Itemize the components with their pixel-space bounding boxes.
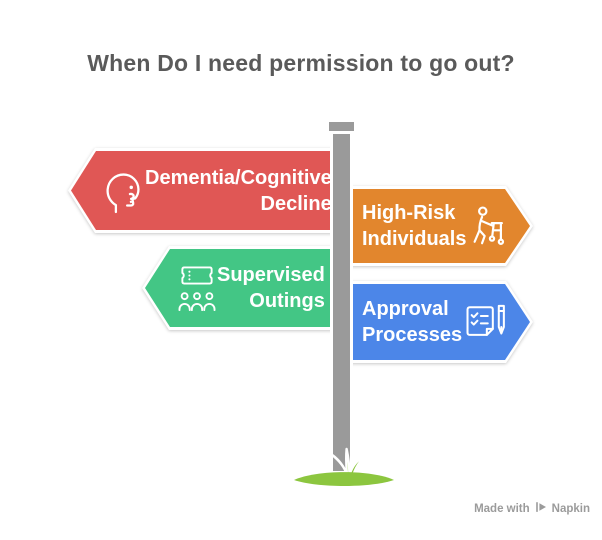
sign-approval-processes: Approval Processes [336,281,533,363]
grass-mound [294,472,394,486]
sign-label-line2: Outings [249,290,325,312]
supervised-outings-icons [177,264,217,312]
sign-label: Dementia/Cognitive Decline [145,165,332,217]
sign-supervised-outings: Supervised Outings [142,246,348,330]
sign-high-risk-individuals: High-Risk Individuals [336,186,533,266]
sign-label-line2: Processes [362,324,463,346]
watermark-brand: Napkin [551,502,590,515]
sign-label-line2: Individuals [362,228,467,250]
sign-label: Approval Processes [362,296,462,348]
people-icon [177,291,217,312]
sign-face: Dementia/Cognitive Decline [71,151,345,230]
sign-dementia-cognitive-decline: Dementia/Cognitive Decline [68,148,348,233]
sign-label: Supervised Outings [217,262,325,314]
sign-label-line1: Supervised [217,264,325,286]
checklist-pen-icon [462,302,508,342]
grass-tuft [329,447,368,484]
signpost-cap [326,119,357,134]
watermark: Made with Napkin [474,501,590,516]
signpost-pole [330,131,353,471]
ticket-icon [180,264,214,287]
grass-icon [287,437,401,494]
sign-label: High-Risk Individuals [362,200,466,252]
sign-label-line1: High-Risk [362,202,456,224]
sign-face: Approval Processes [339,284,530,360]
napkin-logo-icon [535,501,547,516]
page-title: When Do I need permission to go out? [87,50,515,76]
sign-face: Supervised Outings [145,249,345,327]
sign-label-line1: Approval [362,298,449,320]
watermark-made-with: Made with [474,502,530,515]
head-question-icon [103,167,145,215]
sign-label-line1: Dementia/Cognitive [145,166,332,189]
person-walker-icon [466,205,510,247]
sign-face: High-Risk Individuals [339,189,530,263]
sign-label-line2: Decline [260,192,332,215]
